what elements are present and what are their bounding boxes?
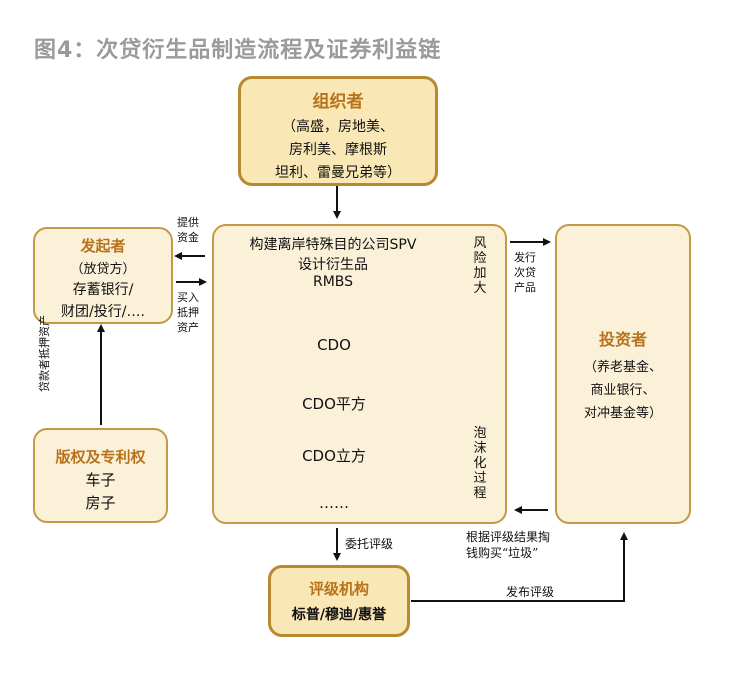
provide-funds-text: 提供	[177, 216, 199, 229]
buy-mortgage-label: 买入 抵押 资产	[176, 290, 200, 335]
organizer-heading: 组织者	[312, 92, 364, 112]
patent-box: 版权及专利权 车子 房子	[33, 428, 168, 523]
flow-more: ……	[319, 494, 349, 512]
investor-box: 投资者 （养老基金、 商业银行、 对冲基金等）	[555, 224, 691, 524]
buy-junk-label: 根据评级结果掏 钱购买“垃圾”	[466, 529, 550, 561]
provide-funds-text: 资金	[177, 231, 199, 244]
bubble-label: 泡沫化过程	[472, 426, 488, 501]
buy-junk-text: 钱购买“垃圾”	[466, 546, 539, 560]
spv-box	[212, 224, 507, 524]
issue-products-label: 发行 次贷 产品	[513, 250, 537, 295]
originator-line: （放贷方）	[70, 262, 136, 277]
spv-line: 构建离岸特殊目的公司SPV	[249, 237, 417, 253]
buy-mortgage-text: 抵押	[177, 306, 199, 319]
buy-mortgage-text: 资产	[177, 321, 199, 334]
originator-heading: 发起者	[80, 237, 126, 255]
buy-mortgage-text: 买入	[177, 291, 199, 304]
risk-text: 风险加大	[473, 236, 487, 296]
bubble-text: 泡沫化过程	[473, 426, 487, 501]
issue-products-text: 发行	[514, 251, 536, 264]
page-title: 图4：次贷衍生品制造流程及证券利益链	[34, 38, 442, 63]
originator-line: 存蓄银行/	[72, 282, 134, 298]
patent-line: 车子	[85, 471, 116, 489]
investor-line: 商业银行、	[590, 383, 656, 398]
risk-label: 风险加大	[472, 236, 488, 296]
loan-mortgage-label: 贷款者抵押资产	[38, 315, 51, 392]
organizer-line: 房利美、摩根斯	[289, 142, 387, 158]
arrow-publish-rating	[411, 532, 628, 602]
flow-cdo-cubed: CDO立方	[302, 447, 366, 465]
flow-cdo: CDO	[317, 336, 351, 354]
organizer-line: （高盛，房地美、	[282, 119, 394, 135]
spv-line: RMBS	[312, 274, 354, 290]
flow-cdo-squared: CDO平方	[302, 395, 366, 413]
entrust-rating-label: 委托评级	[345, 537, 394, 551]
patent-heading: 版权及专利权	[55, 448, 146, 466]
issue-products-text: 次贷	[514, 266, 536, 279]
rating-line: 标普/穆迪/惠誉	[291, 607, 387, 623]
buy-junk-text: 根据评级结果掏	[466, 530, 551, 544]
investor-line: （养老基金、	[583, 360, 662, 375]
publish-rating-label: 发布评级	[506, 585, 555, 599]
patent-line: 房子	[85, 494, 116, 512]
organizer-line: 坦利、雷曼兄弟等）	[275, 165, 401, 181]
rating-box: 评级机构 标普/穆迪/惠誉	[268, 565, 410, 637]
originator-box: 发起者 （放贷方） 存蓄银行/ 财团/投行/….	[33, 227, 173, 324]
investor-heading: 投资者	[598, 330, 647, 349]
organizer-box: 组织者 （高盛，房地美、 房利美、摩根斯 坦利、雷曼兄弟等）	[238, 76, 438, 186]
originator-line: 财团/投行/….	[61, 304, 145, 320]
spv-line: 设计衍生品	[298, 257, 368, 273]
investor-line: 对冲基金等）	[583, 406, 662, 421]
rating-heading: 评级机构	[308, 580, 369, 598]
provide-funds-label: 提供 资金	[176, 215, 200, 245]
issue-products-text: 产品	[514, 281, 536, 294]
